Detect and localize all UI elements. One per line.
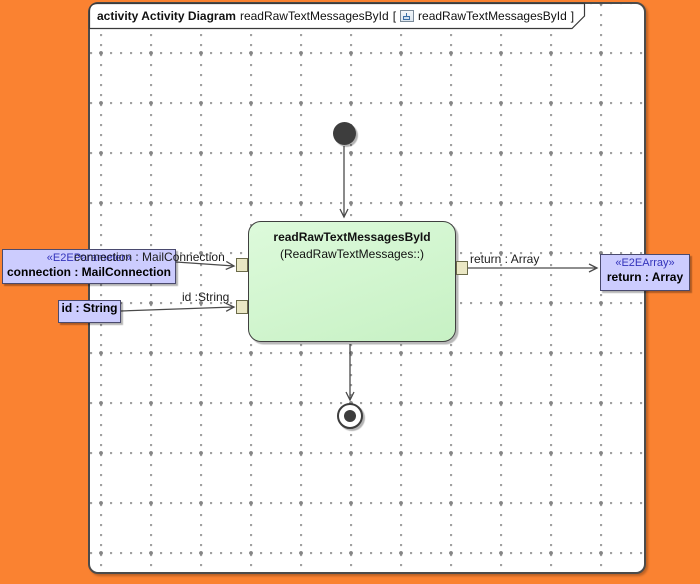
parameter-connection-label: connection : MailConnection [7, 265, 171, 279]
final-node[interactable] [337, 403, 363, 429]
parameter-connection-stereotype: «E2EParameter» [46, 252, 132, 264]
frame-title-name: readRawTextMessagesById [239, 9, 389, 23]
frame-title-close-bracket: ] [570, 9, 575, 23]
parameter-node-return[interactable]: «E2EArray» return : Array [600, 254, 690, 291]
activity-diagram-icon [400, 10, 415, 22]
action-node-behavior: (ReadRawTextMessages::) [279, 247, 425, 261]
final-node-dot [344, 410, 356, 422]
initial-node[interactable] [333, 122, 356, 145]
activity-diagram-icon-glyph [403, 16, 411, 20]
frame-title-open-bracket: [ [392, 9, 397, 23]
output-pin-return[interactable] [456, 261, 468, 275]
parameter-node-id[interactable]: id : String [58, 300, 121, 323]
input-pin-id[interactable] [236, 300, 248, 314]
frame-title-ref-name: readRawTextMessagesById [418, 9, 567, 23]
parameter-return-label: return : Array [606, 270, 684, 284]
edge-label-id[interactable]: id :String [182, 290, 230, 304]
action-node[interactable]: readRawTextMessagesById (ReadRawTextMess… [248, 221, 456, 342]
frame-title[interactable]: activity Activity Diagram readRawTextMes… [97, 7, 574, 25]
parameter-node-connection[interactable]: «E2EParameter» connection : MailConnecti… [2, 249, 176, 284]
input-pin-connection[interactable] [236, 258, 248, 272]
edge-label-return[interactable]: return : Array [470, 252, 540, 266]
action-node-name: readRawTextMessagesById [273, 230, 431, 244]
edge-label-connection[interactable]: connection : MailConnection [74, 250, 225, 264]
parameter-id-label: id : String [61, 301, 118, 315]
parameter-return-stereotype: «E2EArray» [615, 257, 675, 269]
frame-title-keyword: activity Activity Diagram [97, 9, 236, 23]
